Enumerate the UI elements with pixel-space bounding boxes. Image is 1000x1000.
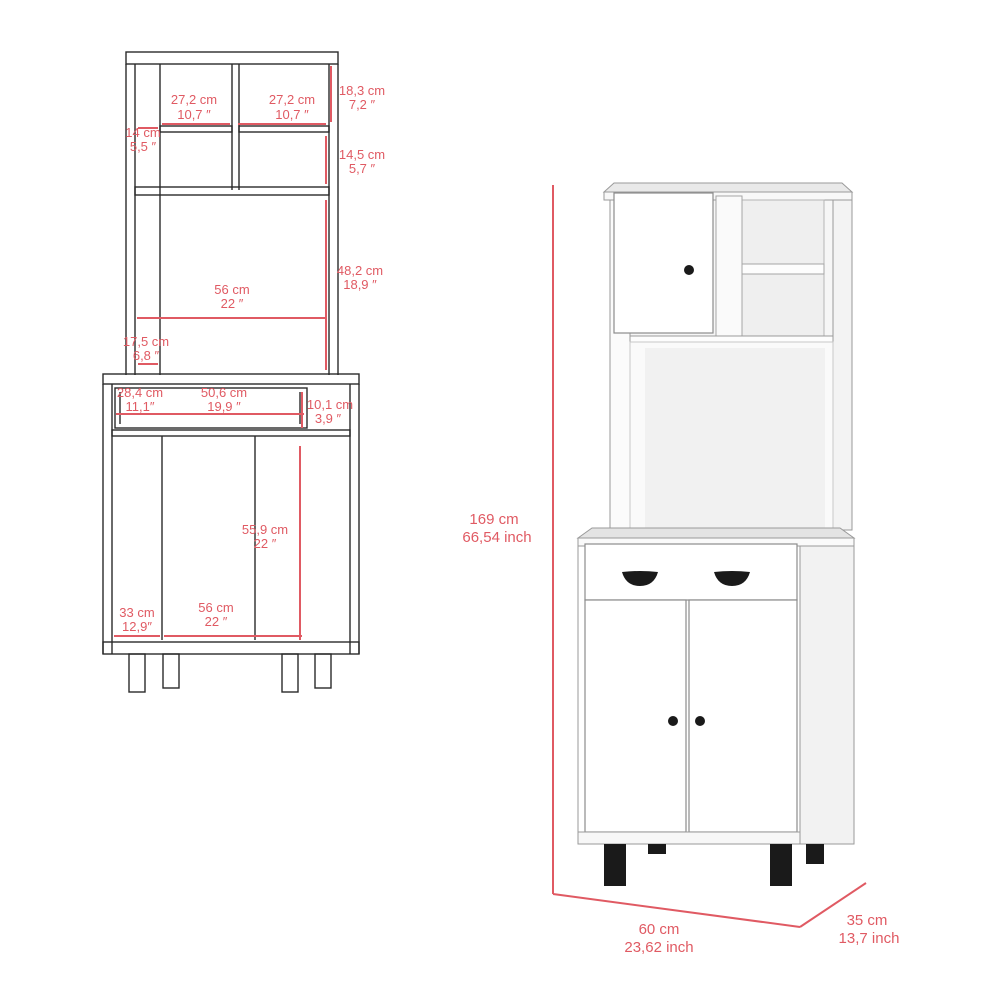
overall-height-cm: 169 cm [469, 511, 518, 528]
overall-dimension-labels: 169 cm 66,54 inch 60 cm 23,62 inch 35 cm… [462, 511, 899, 956]
open-height-in: 18,9 ″ [343, 277, 377, 292]
top-left-width-cm: 27,2 cm [171, 92, 217, 107]
overall-depth-cm: 35 cm [847, 912, 888, 929]
top-left-width-in: 10,7 ″ [177, 107, 211, 122]
overall-dimension-lines [552, 185, 867, 928]
drawer-width-cm: 50,6 cm [201, 385, 247, 400]
drawer-depth-in: 11,1″ [126, 399, 155, 414]
cabinet-height-cm: 55,9 cm [242, 522, 288, 537]
drawer-width-in: 19,9 ″ [207, 399, 241, 414]
overall-height-in: 66,54 inch [462, 529, 531, 546]
cabinet-width-in: 22 ″ [205, 614, 228, 629]
left-shelf-depth-cm: 14 cm [125, 125, 160, 140]
counter-depth-cm: 17,5 cm [123, 334, 169, 349]
top-right-width-cm: 27,2 cm [269, 92, 315, 107]
top-height-in: 7,2 ″ [349, 97, 376, 112]
cabinet-height-in: 22 ″ [254, 536, 277, 551]
drawer-depth-cm: 28,4 cm [117, 385, 163, 400]
cabinet-render [576, 182, 856, 886]
open-height-cm: 48,2 cm [337, 263, 383, 278]
drawer-height-cm: 10,1 cm [307, 397, 353, 412]
drawer-height-in: 3,9 ″ [315, 411, 342, 426]
dimension-labels: 27,2 cm 10,7 ″ 27,2 cm 10,7 ″ 18,3 cm 7,… [117, 83, 385, 634]
cabinet-width-cm: 56 cm [198, 600, 233, 615]
left-shelf-depth-in: 5,5 ″ [130, 139, 157, 154]
open-width-in: 22 ″ [221, 296, 244, 311]
dimension-lines [114, 66, 332, 640]
mid-shelf-height-cm: 14,5 cm [339, 147, 385, 162]
top-height-cm: 18,3 cm [339, 83, 385, 98]
cabinet-depth-cm: 33 cm [119, 605, 154, 620]
cabinet-depth-in: 12,9″ [122, 619, 152, 634]
counter-depth-in: 6,8 ″ [133, 348, 160, 363]
line-drawing [102, 51, 360, 693]
overall-width-cm: 60 cm [639, 921, 680, 938]
overall-depth-in: 13,7 inch [839, 930, 900, 947]
overall-width-in: 23,62 inch [624, 939, 693, 956]
top-right-width-in: 10,7 ″ [275, 107, 309, 122]
mid-shelf-height-in: 5,7 ″ [349, 161, 376, 176]
open-width-cm: 56 cm [214, 282, 249, 297]
